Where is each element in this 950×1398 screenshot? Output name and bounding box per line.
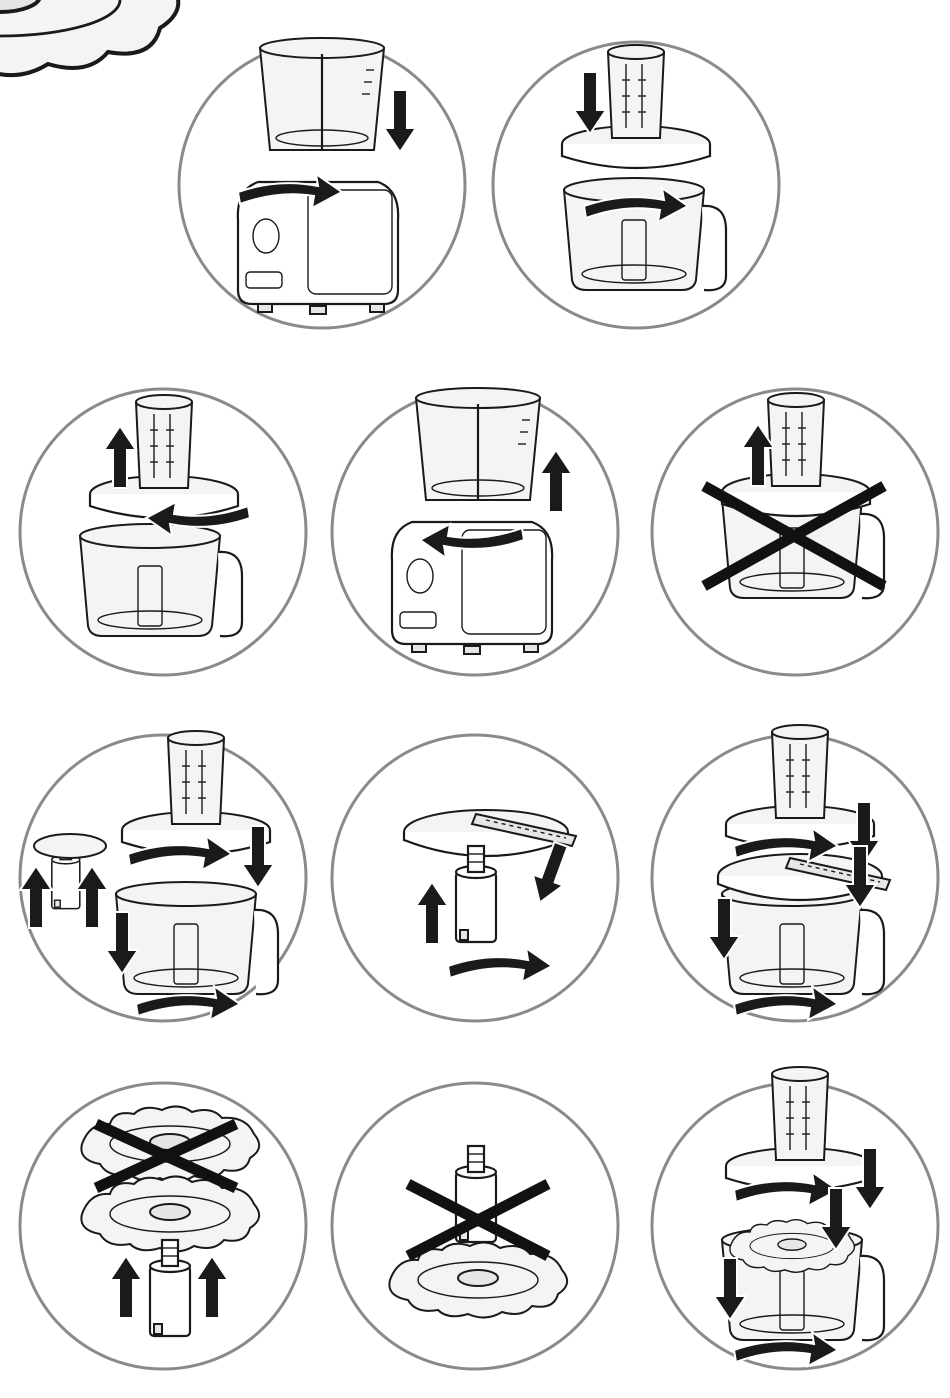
step-1-panel [179,38,465,328]
step-7-panel [332,735,618,1021]
step-9-panel [20,1083,306,1369]
step-2-panel [493,42,779,328]
step-6-panel [20,731,306,1021]
step-4-panel [332,388,618,675]
step-5-panel [652,389,938,675]
step-8-panel [652,725,938,1021]
step-3-panel [20,389,306,675]
step-11-panel [652,1067,938,1369]
